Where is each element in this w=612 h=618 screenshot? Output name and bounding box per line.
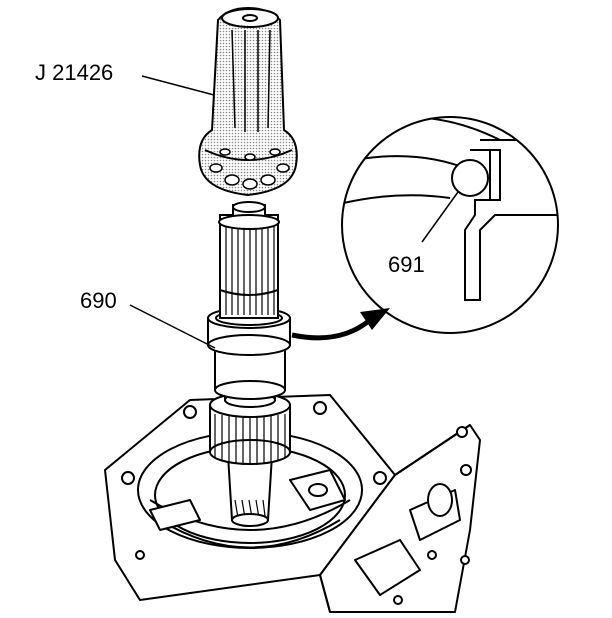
leader-ring bbox=[421, 191, 459, 243]
installer-tool-j21426 bbox=[198, 7, 298, 196]
label-seal: 690 bbox=[80, 288, 117, 313]
case-bolt-holes bbox=[121, 401, 472, 605]
seal-ring-detail bbox=[451, 159, 489, 197]
label-ring: 691 bbox=[388, 252, 425, 277]
leader-tool bbox=[141, 75, 215, 96]
leader-seal bbox=[129, 304, 216, 349]
label-tool: J 21426 bbox=[35, 60, 113, 85]
transmission-case bbox=[104, 394, 481, 613]
leader-lines bbox=[129, 75, 459, 349]
input-shaft bbox=[207, 201, 291, 527]
detail-arrow bbox=[291, 308, 390, 341]
detail-view bbox=[341, 116, 559, 334]
